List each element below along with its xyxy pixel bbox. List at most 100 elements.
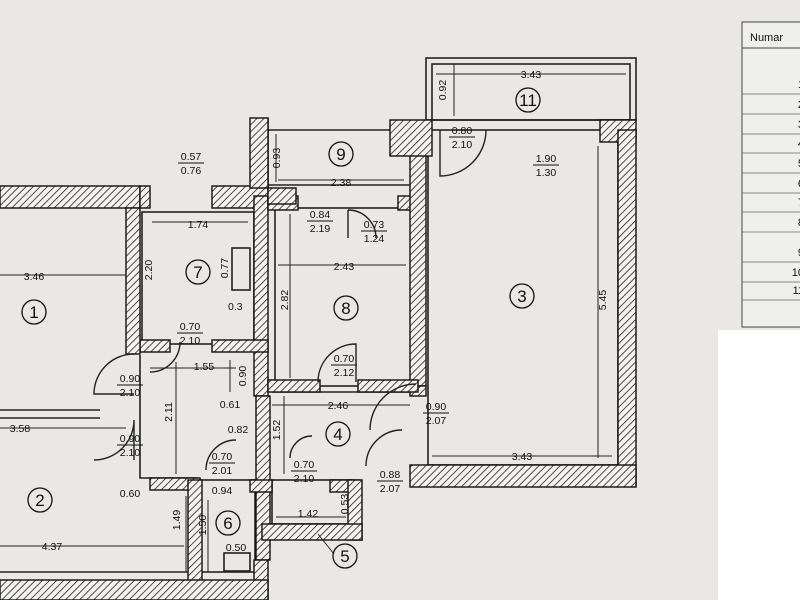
dim-hall-e: 0.94 xyxy=(212,485,233,497)
opening-d8: 0.70 2.12 xyxy=(331,353,357,379)
opening-height: 2.10 xyxy=(452,139,473,151)
dim-r6-width: 0.50 xyxy=(226,542,247,554)
opening-d9: 0.842.19 xyxy=(307,209,333,235)
legend-row-number: 9 xyxy=(798,247,800,259)
opening-width: 0.80 xyxy=(452,125,473,137)
opening-height: 0.76 xyxy=(181,165,202,177)
dim-hall-height: 2.11 xyxy=(163,402,175,422)
opening-height: 1.24 xyxy=(364,233,385,245)
opening-height: 2.10 xyxy=(294,473,315,485)
room-number: 7 xyxy=(193,263,202,282)
opening-width: 0.73 xyxy=(364,219,385,231)
opening-width: 0.70 xyxy=(212,451,233,463)
room-circle xyxy=(333,295,359,321)
room-label-8: 8 xyxy=(333,295,359,321)
legend-row-number: 10 xyxy=(792,267,800,279)
door-swings xyxy=(93,129,487,471)
blank-cover xyxy=(718,330,800,600)
dim-r4-height: 1.52 xyxy=(271,420,283,441)
opening-labels: 0.57 0.76 0.73 1.24 0.842.19 0.80 2.10 1.901.30… xyxy=(117,125,559,495)
legend-row-number: 2 xyxy=(798,99,800,111)
opening-height: 2.01 xyxy=(212,465,233,477)
room-label-5: 5 xyxy=(332,543,358,569)
opening-width: 0.57 xyxy=(181,151,202,163)
dim-r9-height: 0.93 xyxy=(271,148,283,169)
legend-row-number: 5 xyxy=(798,158,800,170)
room-label-3: 3 xyxy=(509,283,535,309)
legend-row-number: 8 xyxy=(798,217,800,229)
dim-r6-height: 1.50 xyxy=(197,515,209,536)
room-number: 2 xyxy=(35,491,44,510)
dim-r1-width: 3.46 xyxy=(24,271,45,283)
room-number: 5 xyxy=(340,547,349,566)
opening-height: 1.30 xyxy=(536,167,557,179)
legend-table: Numar 1234567891011 xyxy=(741,21,800,328)
room-number: 6 xyxy=(223,514,232,533)
opening-top-window: 0.57 0.76 xyxy=(178,151,204,177)
room-circle xyxy=(21,299,47,325)
opening-height: 2.07 xyxy=(426,415,447,427)
room-label-11: 11 xyxy=(515,87,541,113)
legend-row-number: 4 xyxy=(798,138,800,150)
room-number: 4 xyxy=(333,425,342,444)
room-number: 9 xyxy=(336,145,345,164)
opening-width: 0.90 xyxy=(120,433,141,445)
dim-r9-width: 2.38 xyxy=(331,177,352,189)
interior-lines xyxy=(0,57,637,573)
opening-d2: 0.90 2.10 xyxy=(117,433,143,459)
opening-width: 0.90 xyxy=(120,373,141,385)
legend-row-number: 6 xyxy=(798,178,800,190)
dim-r7-small: 0.77 xyxy=(219,258,231,279)
opening-width: 0.84 xyxy=(310,209,331,221)
opening-height: 2.10 xyxy=(120,387,141,399)
room-number: 3 xyxy=(517,287,526,306)
dim-hall-d: 1.49 xyxy=(171,510,183,531)
room-circle xyxy=(509,283,535,309)
dim-r7-depth: 0.3 xyxy=(228,301,243,313)
dim-r8-height: 2.82 xyxy=(279,290,291,311)
opening-w3: 1.901.30 xyxy=(533,153,559,179)
opening-height: 2.07 xyxy=(380,483,401,495)
room-label-6: 6 xyxy=(215,510,241,536)
room-label-1: 1 xyxy=(21,299,47,325)
opening-width: 0.70 xyxy=(334,353,355,365)
dim-hall-b: 0.61 xyxy=(220,399,241,411)
opening-w9: 0.73 1.24 xyxy=(361,219,387,245)
opening-width: 0.70 xyxy=(180,321,201,333)
opening-d11: 0.80 2.10 xyxy=(449,125,475,151)
room-circle xyxy=(325,421,351,447)
dim-hall-width: 1.55 xyxy=(194,361,215,373)
room-circle xyxy=(332,543,358,569)
legend-row-number: 11 xyxy=(793,285,800,297)
opening-height: 2.10 xyxy=(120,447,141,459)
room-circle xyxy=(185,259,211,285)
room-label-9: 9 xyxy=(328,141,354,167)
opening-d6: 0.70 2.01 xyxy=(209,451,235,477)
room-number: 8 xyxy=(341,299,350,318)
opening-height: 2.12 xyxy=(334,367,355,379)
opening-width: 0.88 xyxy=(380,469,401,481)
room-number: 11 xyxy=(519,91,537,110)
dim-r11-width: 3.43 xyxy=(521,69,542,81)
dim-hall-a: 0.60 xyxy=(120,488,141,500)
dim-r5-width: 1.42 xyxy=(298,508,319,520)
hatched-walls xyxy=(0,117,637,600)
room-label-2: 2 xyxy=(27,487,53,513)
room-label-7: 7 xyxy=(185,259,211,285)
room-circle xyxy=(515,87,541,113)
dim-r8-width: 2.43 xyxy=(334,261,355,273)
legend-row-number: 7 xyxy=(798,197,800,209)
opening-d1: 0.90 2.10 xyxy=(117,373,143,399)
dim-r5-height: 0.53 xyxy=(339,494,351,515)
opening-width: 0.90 xyxy=(426,401,447,413)
room-circle xyxy=(27,487,53,513)
room-circle xyxy=(215,510,241,536)
dim-r2-width-bottom: 4.37 xyxy=(42,541,63,553)
legend-header: Numar xyxy=(750,32,783,44)
dimension-labels: 3.43 0.92 2.38 0.93 1.74 2.20 0.77 0.3 3… xyxy=(10,69,609,554)
dim-r7-height: 2.20 xyxy=(143,260,155,281)
dim-hall-f: 0.90 xyxy=(237,366,249,387)
opening-dentry: 0.88 2.07 xyxy=(377,469,403,495)
dimension-lines xyxy=(0,64,626,572)
